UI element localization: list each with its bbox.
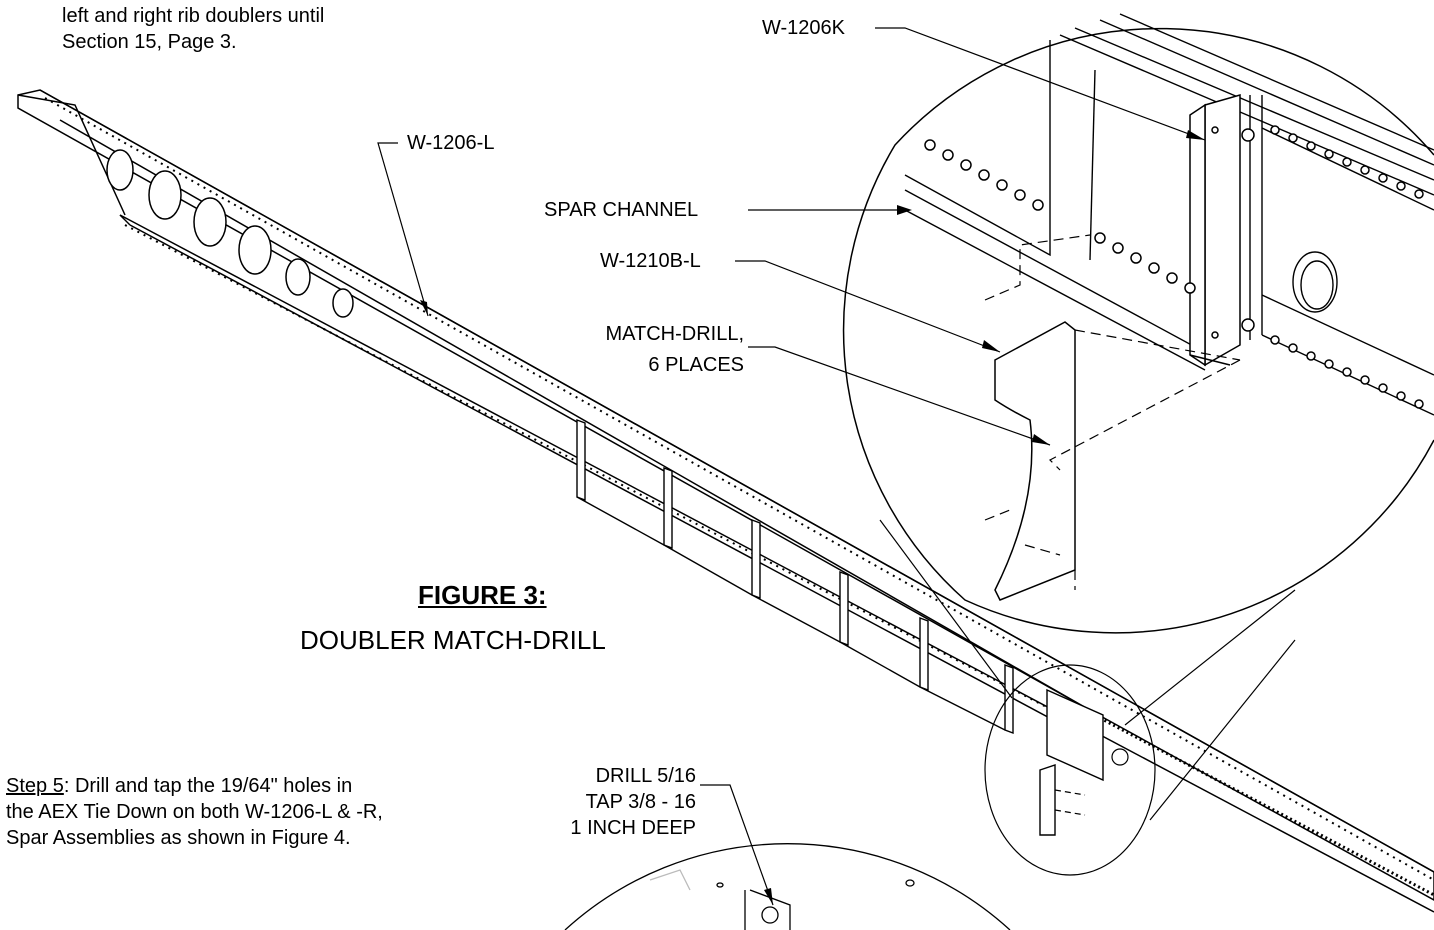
callout-drill-line3: 1 INCH DEEP	[570, 817, 696, 839]
step5-label: Step 5	[6, 775, 64, 797]
callout-w1206l: W-1206-L	[407, 132, 495, 154]
callout-w1206k: W-1206K	[762, 17, 846, 39]
rib-doublers	[576, 418, 1104, 782]
w1210bl-doubler	[994, 321, 1076, 601]
step5-text-line3: Spar Assemblies as shown in Figure 4.	[6, 827, 351, 849]
callout-drill-line1: DRILL 5/16	[595, 765, 696, 787]
detail-circle-large	[842, 27, 1434, 634]
callout-match-drill-line2: 6 PLACES	[648, 354, 744, 376]
callout-arrowheads	[420, 130, 1205, 905]
step5-text-line1: Step 5: Drill and tap the 19/64" holes i…	[6, 774, 352, 798]
spar-assembly	[17, 89, 1434, 913]
step5-text: : Drill and tap the 19/64" holes in	[63, 775, 353, 797]
figure-subtitle: DOUBLER MATCH-DRILL	[300, 625, 606, 655]
w1206k-rib	[1189, 94, 1255, 367]
callout-drill-line2: TAP 3/8 - 16	[585, 791, 696, 813]
callout-w1210bl: W-1210B-L	[600, 250, 701, 272]
match-drill-guides	[984, 234, 1241, 590]
lightening-holes	[106, 149, 354, 318]
note-text-line1: left and right rib doublers until	[62, 5, 325, 27]
detail-circle-small	[984, 664, 1156, 876]
callout-spar-channel: SPAR CHANNEL	[544, 199, 699, 221]
callout-leaders	[377, 27, 1206, 906]
figure-title: FIGURE 3:	[418, 580, 547, 610]
callout-match-drill-line1: MATCH-DRILL,	[605, 323, 744, 345]
step5-text-line2: the AEX Tie Down on both W-1206-L & -R,	[6, 801, 383, 823]
detail-leaders	[879, 519, 1296, 821]
channel-holes	[924, 125, 1424, 409]
figure4-preview	[564, 843, 1011, 930]
note-text-line2: Section 15, Page 3.	[62, 31, 237, 53]
